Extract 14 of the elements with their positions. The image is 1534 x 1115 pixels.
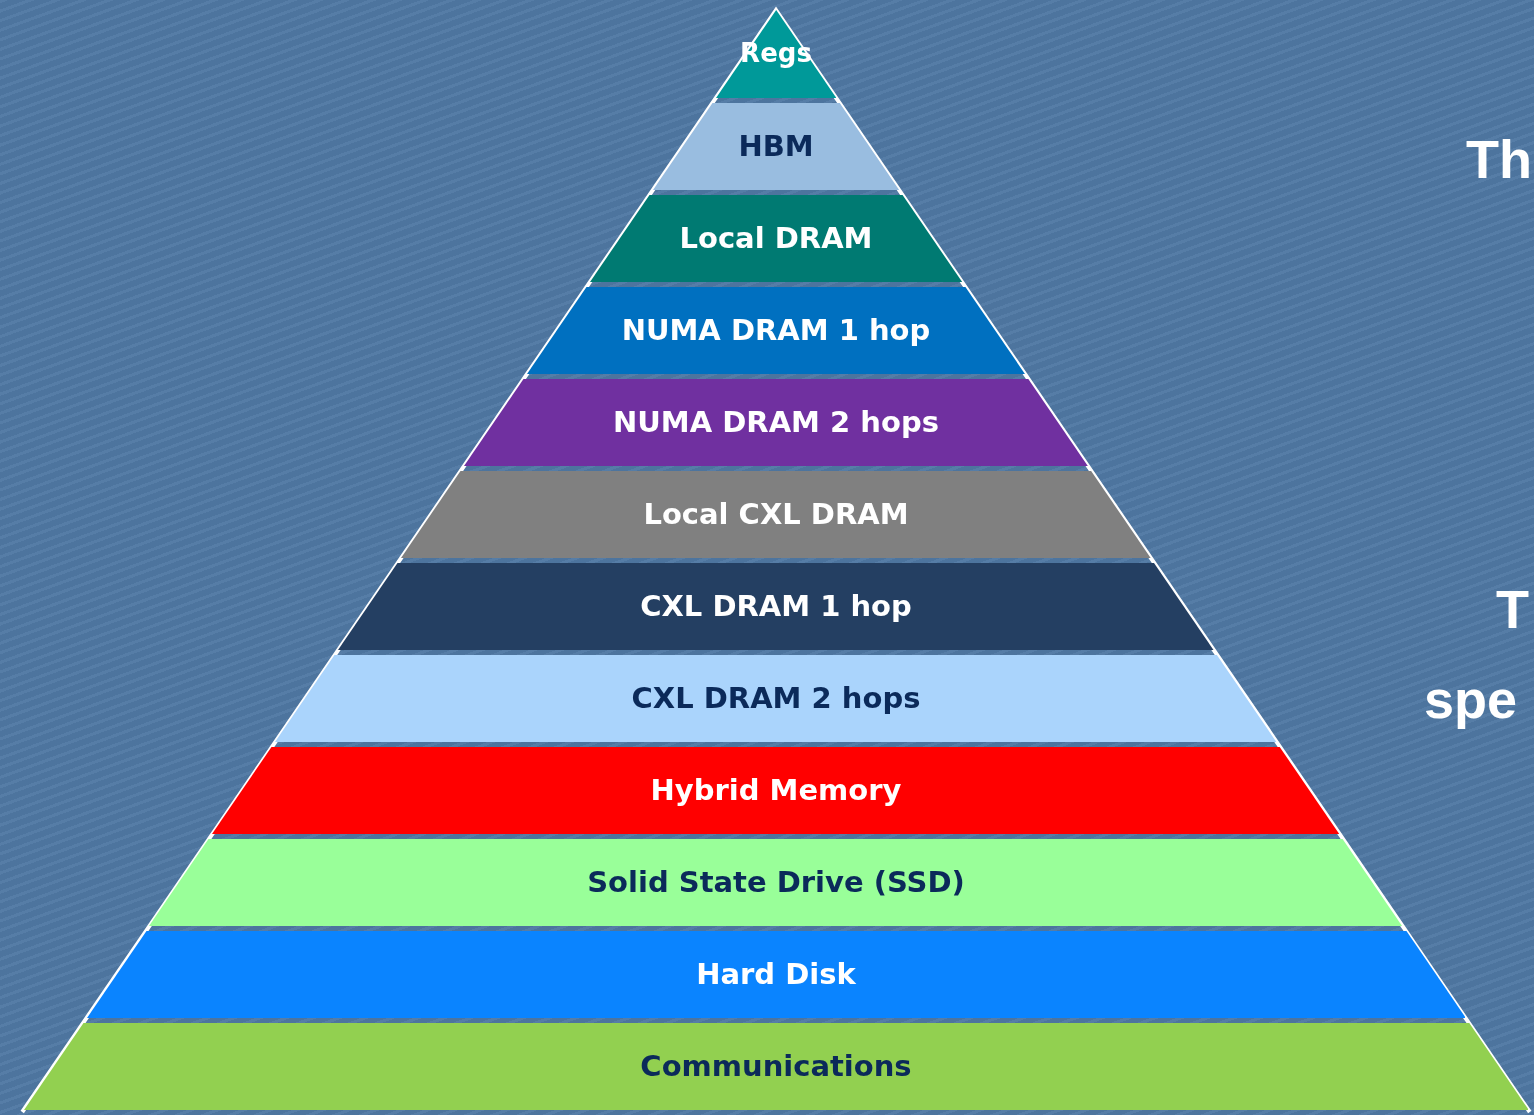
layer-label: Communications — [639, 1049, 913, 1083]
layer-label: Local CXL DRAM — [642, 497, 910, 531]
layer-label: Hybrid Memory — [649, 773, 903, 807]
layer-label: Hard Disk — [695, 957, 857, 991]
layer-label: NUMA DRAM 1 hop — [620, 313, 932, 347]
text-fragment: T — [1496, 578, 1529, 640]
text-fragment: Th — [1466, 128, 1532, 190]
layer-label: Local DRAM — [678, 221, 874, 255]
layer-label: Solid State Drive (SSD) — [586, 865, 966, 899]
layer-label: HBM — [737, 129, 815, 163]
text-fragment: spe — [1424, 668, 1518, 730]
layer-label: NUMA DRAM 2 hops — [612, 405, 940, 439]
layer-label: CXL DRAM 2 hops — [630, 681, 922, 715]
layer-label: CXL DRAM 1 hop — [639, 589, 913, 623]
